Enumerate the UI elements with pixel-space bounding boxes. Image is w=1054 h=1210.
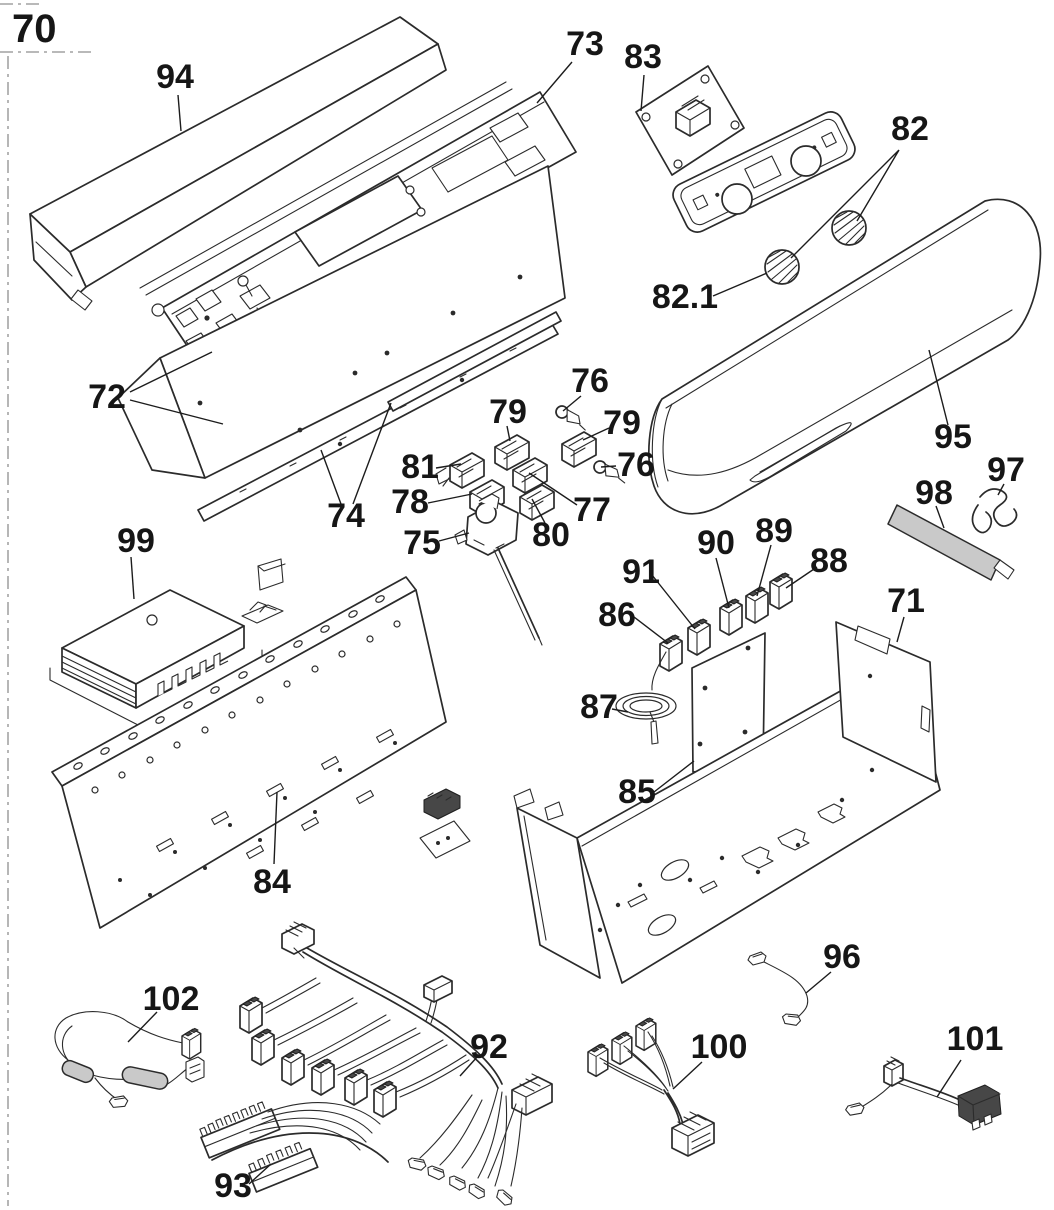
panel-hole-row-top bbox=[73, 595, 385, 770]
part-94-top-cover bbox=[29, 16, 447, 311]
leader-lines bbox=[127, 61, 1005, 1185]
part-87-sensor-coil bbox=[615, 651, 677, 745]
part-75-thermostat bbox=[454, 493, 543, 646]
page-number: 70 bbox=[12, 7, 57, 51]
callout-78: 78 bbox=[391, 483, 429, 521]
callout-75: 75 bbox=[403, 524, 441, 562]
callout-87: 87 bbox=[580, 688, 618, 726]
callout-81: 81 bbox=[401, 448, 439, 486]
callout-93: 93 bbox=[214, 1167, 252, 1205]
callout-82: 82 bbox=[891, 110, 929, 148]
callout-79a: 79 bbox=[489, 393, 527, 431]
terminal-block bbox=[423, 788, 461, 820]
small-retaining-clip bbox=[241, 601, 284, 624]
part-101-cable bbox=[844, 1056, 1002, 1131]
callout-82-1: 82.1 bbox=[652, 278, 718, 316]
part-89-connector bbox=[745, 586, 769, 624]
callout-90: 90 bbox=[697, 524, 735, 562]
part-76-lamp-a bbox=[552, 403, 592, 431]
part-73-control-panel bbox=[139, 81, 577, 375]
callout-77: 77 bbox=[573, 491, 611, 529]
part-81-switch-bracket bbox=[435, 452, 485, 489]
callout-83: 83 bbox=[624, 38, 662, 76]
callout-102: 102 bbox=[143, 980, 200, 1018]
part-88-connector bbox=[769, 572, 793, 610]
part-95-curved-cover bbox=[648, 198, 1042, 515]
part-83-pcb bbox=[635, 65, 745, 176]
callout-86: 86 bbox=[598, 596, 636, 634]
part-84-mounting-panel bbox=[51, 576, 447, 929]
part-90-connector bbox=[719, 598, 743, 636]
callout-101: 101 bbox=[947, 1020, 1004, 1058]
callout-74: 74 bbox=[327, 497, 365, 535]
part-79-switch-b bbox=[561, 431, 597, 468]
callout-94: 94 bbox=[156, 58, 194, 96]
callout-76a: 76 bbox=[571, 362, 609, 400]
callout-95: 95 bbox=[934, 418, 972, 456]
part-82-knob-right bbox=[831, 210, 867, 246]
panel-slots bbox=[155, 728, 395, 860]
callout-99: 99 bbox=[117, 522, 155, 560]
part-102-sensor-cable bbox=[54, 1011, 205, 1111]
part-99-control-module bbox=[49, 589, 263, 727]
part-100-harness bbox=[587, 1017, 715, 1157]
callout-73: 73 bbox=[566, 25, 604, 63]
part-92-main-harness bbox=[239, 921, 553, 1209]
callout-96: 96 bbox=[823, 938, 861, 976]
small-plate bbox=[419, 820, 471, 859]
callout-92: 92 bbox=[470, 1028, 508, 1066]
part-97-wire-clip bbox=[971, 488, 1018, 534]
callout-97: 97 bbox=[987, 451, 1025, 489]
callout-labels: 94 73 83 82 82.1 95 72 74 76 79 79 76 81… bbox=[88, 25, 1025, 1205]
page-margin-marks bbox=[0, 3, 92, 1206]
part-86-connector bbox=[659, 634, 683, 672]
callout-88: 88 bbox=[810, 542, 848, 580]
callout-71: 71 bbox=[887, 582, 925, 620]
callout-76b: 76 bbox=[617, 446, 655, 484]
part-74-mounting-rails bbox=[197, 311, 562, 522]
callout-79b: 79 bbox=[603, 404, 641, 442]
part-93-comb-connectors bbox=[199, 1101, 389, 1193]
callout-91: 91 bbox=[622, 553, 660, 591]
callout-85: 85 bbox=[618, 773, 656, 811]
part-82-fascia bbox=[672, 111, 856, 233]
part-71-chassis bbox=[513, 621, 941, 984]
part-98-insulation-strip bbox=[887, 504, 1015, 581]
panel-hole-row-face bbox=[91, 620, 401, 794]
callout-98: 98 bbox=[915, 474, 953, 512]
callout-84: 84 bbox=[253, 863, 291, 901]
callout-72: 72 bbox=[88, 378, 126, 416]
callout-100: 100 bbox=[691, 1028, 748, 1066]
small-cover-plate bbox=[257, 558, 286, 591]
part-96-jumper-lead bbox=[747, 951, 809, 1030]
callout-80: 80 bbox=[532, 516, 570, 554]
callout-89: 89 bbox=[755, 512, 793, 550]
